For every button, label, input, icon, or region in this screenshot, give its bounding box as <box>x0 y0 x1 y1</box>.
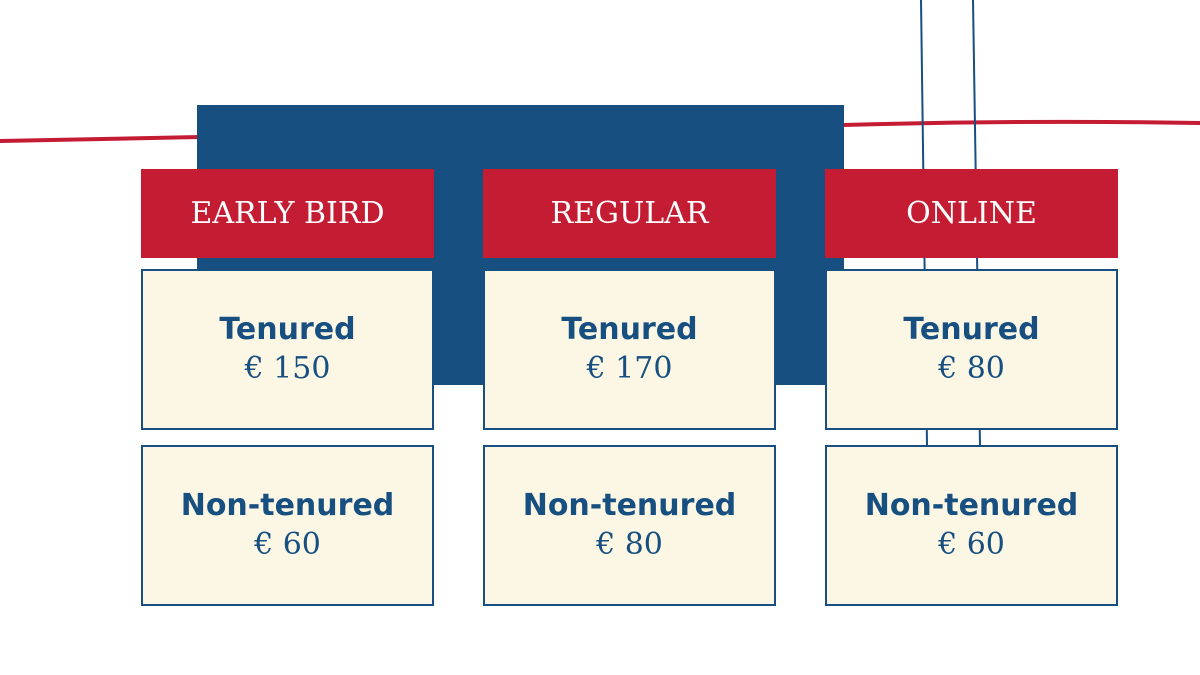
pricing-column-early-bird: EARLY BIRD Tenured € 150 Non-tenured € 6… <box>141 169 434 606</box>
pricing-column-regular: REGULAR Tenured € 170 Non-tenured € 80 <box>483 169 776 606</box>
tier-label: Tenured <box>903 311 1040 347</box>
column-header: REGULAR <box>483 169 776 258</box>
price-card-non-tenured: Non-tenured € 80 <box>483 445 776 606</box>
red-line-right <box>843 119 1200 127</box>
price-card-tenured: Tenured € 150 <box>141 269 434 430</box>
tier-label: Non-tenured <box>180 487 395 523</box>
tier-price: € 170 <box>586 350 673 386</box>
pricing-column-online: ONLINE Tenured € 80 Non-tenured € 60 <box>825 169 1118 606</box>
tier-price: € 80 <box>596 526 663 562</box>
price-card-tenured: Tenured € 80 <box>825 269 1118 430</box>
tier-price: € 60 <box>938 526 1005 562</box>
price-card-non-tenured: Non-tenured € 60 <box>825 445 1118 606</box>
tier-label: Tenured <box>561 311 698 347</box>
price-card-non-tenured: Non-tenured € 60 <box>141 445 434 606</box>
tier-price: € 150 <box>244 350 331 386</box>
column-header: EARLY BIRD <box>141 169 434 258</box>
tier-label: Non-tenured <box>864 487 1079 523</box>
price-card-tenured: Tenured € 170 <box>483 269 776 430</box>
tier-label: Tenured <box>219 311 356 347</box>
red-line-left <box>0 135 201 143</box>
column-header: ONLINE <box>825 169 1118 258</box>
tier-price: € 80 <box>938 350 1005 386</box>
tier-price: € 60 <box>254 526 321 562</box>
tier-label: Non-tenured <box>522 487 737 523</box>
